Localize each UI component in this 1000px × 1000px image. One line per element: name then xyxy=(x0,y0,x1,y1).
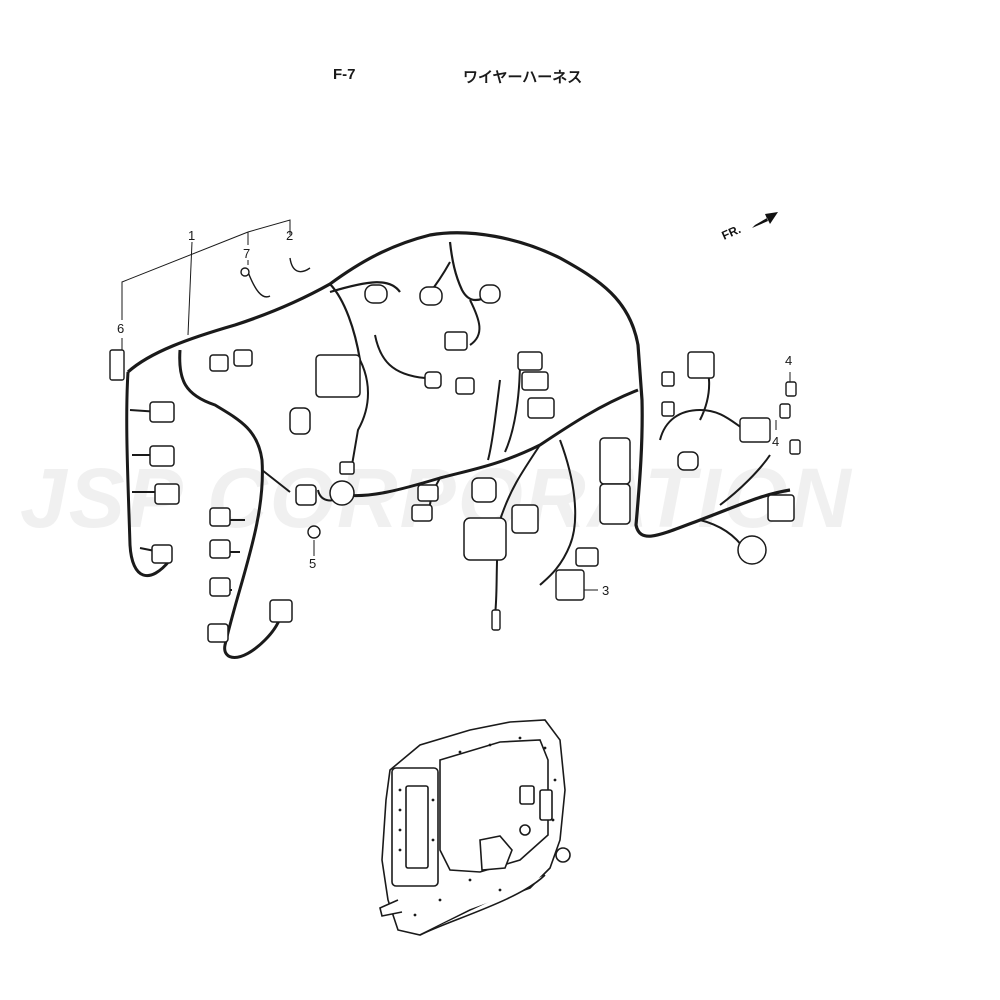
clamp-part-2 xyxy=(289,257,311,273)
diagram-code: F-7 xyxy=(333,66,356,83)
callout-7: 7 xyxy=(243,246,250,261)
callout-6: 6 xyxy=(117,321,124,336)
part-callouts: 1 2 7 6 4 4 5 3 xyxy=(117,228,792,598)
callout-5: 5 xyxy=(309,556,316,571)
engine-locator-illustration xyxy=(379,719,571,936)
bracket-part-6 xyxy=(109,349,125,381)
connectors xyxy=(149,284,795,643)
bolt-part-4b xyxy=(779,403,791,419)
front-direction-indicator: FR. xyxy=(720,212,778,243)
clamp-part-7 xyxy=(247,271,271,298)
callout-2: 2 xyxy=(286,228,293,243)
small-parts xyxy=(109,257,801,631)
bracket-plate-part-4 xyxy=(739,417,771,443)
front-arrow-icon xyxy=(752,212,778,228)
diagram-title: ワイヤーハーネス xyxy=(463,69,583,86)
callout-4-upper: 4 xyxy=(785,353,792,368)
callout-3: 3 xyxy=(602,583,609,598)
leader-lines xyxy=(121,219,791,591)
grommet-part-5 xyxy=(307,525,321,539)
cover-part-3 xyxy=(555,569,585,601)
callout-1: 1 xyxy=(188,228,195,243)
callout-4-lower: 4 xyxy=(772,434,779,449)
front-direction-label: FR. xyxy=(720,222,743,243)
bolt-part-4a xyxy=(785,381,797,397)
